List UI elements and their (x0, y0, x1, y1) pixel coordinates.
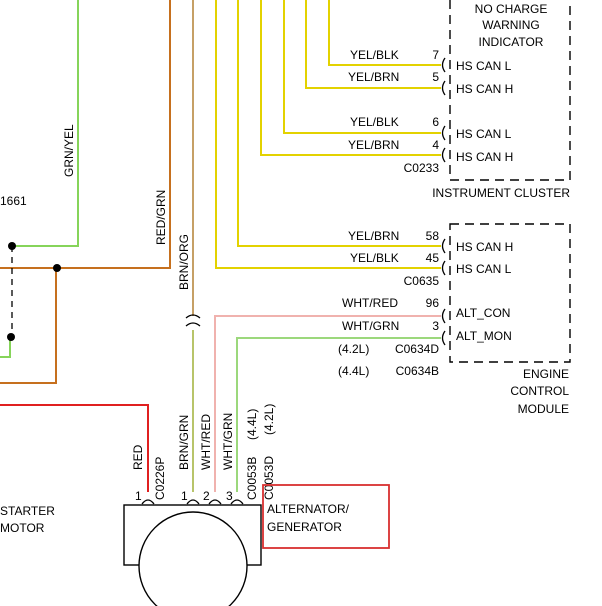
splice-dot (8, 242, 16, 250)
ecm-box (449, 223, 571, 363)
wire-label-vertical: RED (131, 444, 145, 470)
connector-label-vertical: C0053B (245, 457, 259, 500)
partial-connector-label: 1661 (0, 194, 27, 208)
pin-number: 6 (432, 115, 439, 129)
pin-number: 5 (432, 70, 439, 84)
pin-number: 4 (432, 138, 439, 152)
wire-grn-yel (12, 0, 79, 247)
wire-label-vertical: WHT/RED (199, 414, 213, 470)
connector-label: C0233 (404, 161, 440, 175)
wire-green-left (0, 337, 11, 358)
warning-indicator-label-1: NO CHARGE (475, 2, 548, 16)
wire-yel-brn-58 (237, 0, 441, 247)
variant-label: (4.2L) (338, 342, 369, 356)
wire-label-vertical: RED/GRN (154, 190, 168, 245)
connector-label: C0634D (395, 342, 439, 356)
inline-connector-icon (185, 314, 201, 327)
connector-label-vertical: C0226P (153, 457, 167, 500)
warning-indicator-label-2: WARNING (482, 18, 540, 32)
instrument-cluster-box (449, 0, 571, 181)
wire-wht-red (214, 315, 441, 492)
connector-label: C0635 (404, 274, 440, 288)
wire-yel-brn-4 (260, 0, 441, 156)
wire-label: WHT/GRN (342, 319, 399, 333)
wire-label: YEL/BRN (348, 70, 399, 84)
wire-red (0, 404, 149, 492)
wire-red-grn (0, 0, 171, 269)
connector-label-vertical: C0053D (262, 456, 276, 500)
pin-number: 45 (426, 251, 440, 265)
ecm-title-2: CONTROL (510, 384, 569, 398)
warning-indicator-label-3: INDICATOR (479, 35, 544, 49)
connector-label: C0634B (396, 364, 439, 378)
instrument-cluster-title: INSTRUMENT CLUSTER (432, 186, 570, 200)
pin-number: 96 (426, 296, 440, 310)
wire-label: YEL/BRN (348, 229, 399, 243)
wires (0, 0, 441, 492)
wire-wht-grn (236, 337, 441, 492)
signal-label: HS CAN H (456, 240, 513, 254)
alternator-highlight-box (262, 484, 390, 549)
splice-dot (53, 264, 61, 272)
signal-label: HS CAN H (456, 150, 513, 164)
wire-yel-brn-5 (305, 0, 441, 89)
alternator-symbol (138, 511, 248, 606)
wire-label: WHT/RED (342, 296, 398, 310)
wire-label: YEL/BLK (350, 48, 399, 62)
wire-label-vertical: BRN/GRN (177, 415, 191, 470)
starter-motor-label-2: MOTOR (0, 521, 45, 535)
bottom-pin-brackets (141, 499, 244, 505)
wire-label-vertical: GRN/YEL (62, 124, 76, 177)
starter-motor-label-1: STARTER (0, 504, 55, 518)
variant-label: (4.4L) (338, 364, 369, 378)
signal-label: HS CAN L (456, 59, 512, 73)
splice-dot (7, 333, 15, 341)
signal-label: ALT_CON (456, 306, 510, 320)
pin-number: 3 (432, 319, 439, 333)
ecm-title-1: ENGINE (523, 367, 569, 381)
wire-brown-left (0, 268, 57, 384)
pin-number: 1 (135, 489, 142, 503)
pin-number: 3 (226, 489, 233, 503)
pin-number: 2 (203, 489, 210, 503)
pin-number: 7 (432, 48, 439, 62)
wire-yel-blk-45 (215, 0, 441, 269)
wire-yel-blk-6 (283, 0, 441, 134)
wire-label: YEL/BRN (348, 138, 399, 152)
variant-label-vertical: (4.4L) (245, 409, 259, 440)
pin-number: 1 (181, 489, 188, 503)
ecm-title-3: MODULE (518, 402, 569, 416)
alternator-label-2: GENERATOR (267, 520, 342, 534)
wire-label-vertical: BRN/ORG (177, 234, 191, 290)
signal-label: HS CAN L (456, 262, 512, 276)
wire-label: YEL/BLK (350, 115, 399, 129)
wire-label-vertical: WHT/GRN (221, 413, 235, 470)
wire-yel-blk-7 (328, 0, 441, 66)
pin-number: 58 (426, 229, 440, 243)
pin-brackets (441, 57, 446, 346)
signal-label: HS CAN H (456, 82, 513, 96)
signal-label: ALT_MON (456, 329, 512, 343)
signal-label: HS CAN L (456, 127, 512, 141)
wire-label: YEL/BLK (350, 251, 399, 265)
alternator-label-1: ALTERNATOR/ (267, 502, 350, 516)
variant-label-vertical: (4.2L) (262, 404, 276, 435)
